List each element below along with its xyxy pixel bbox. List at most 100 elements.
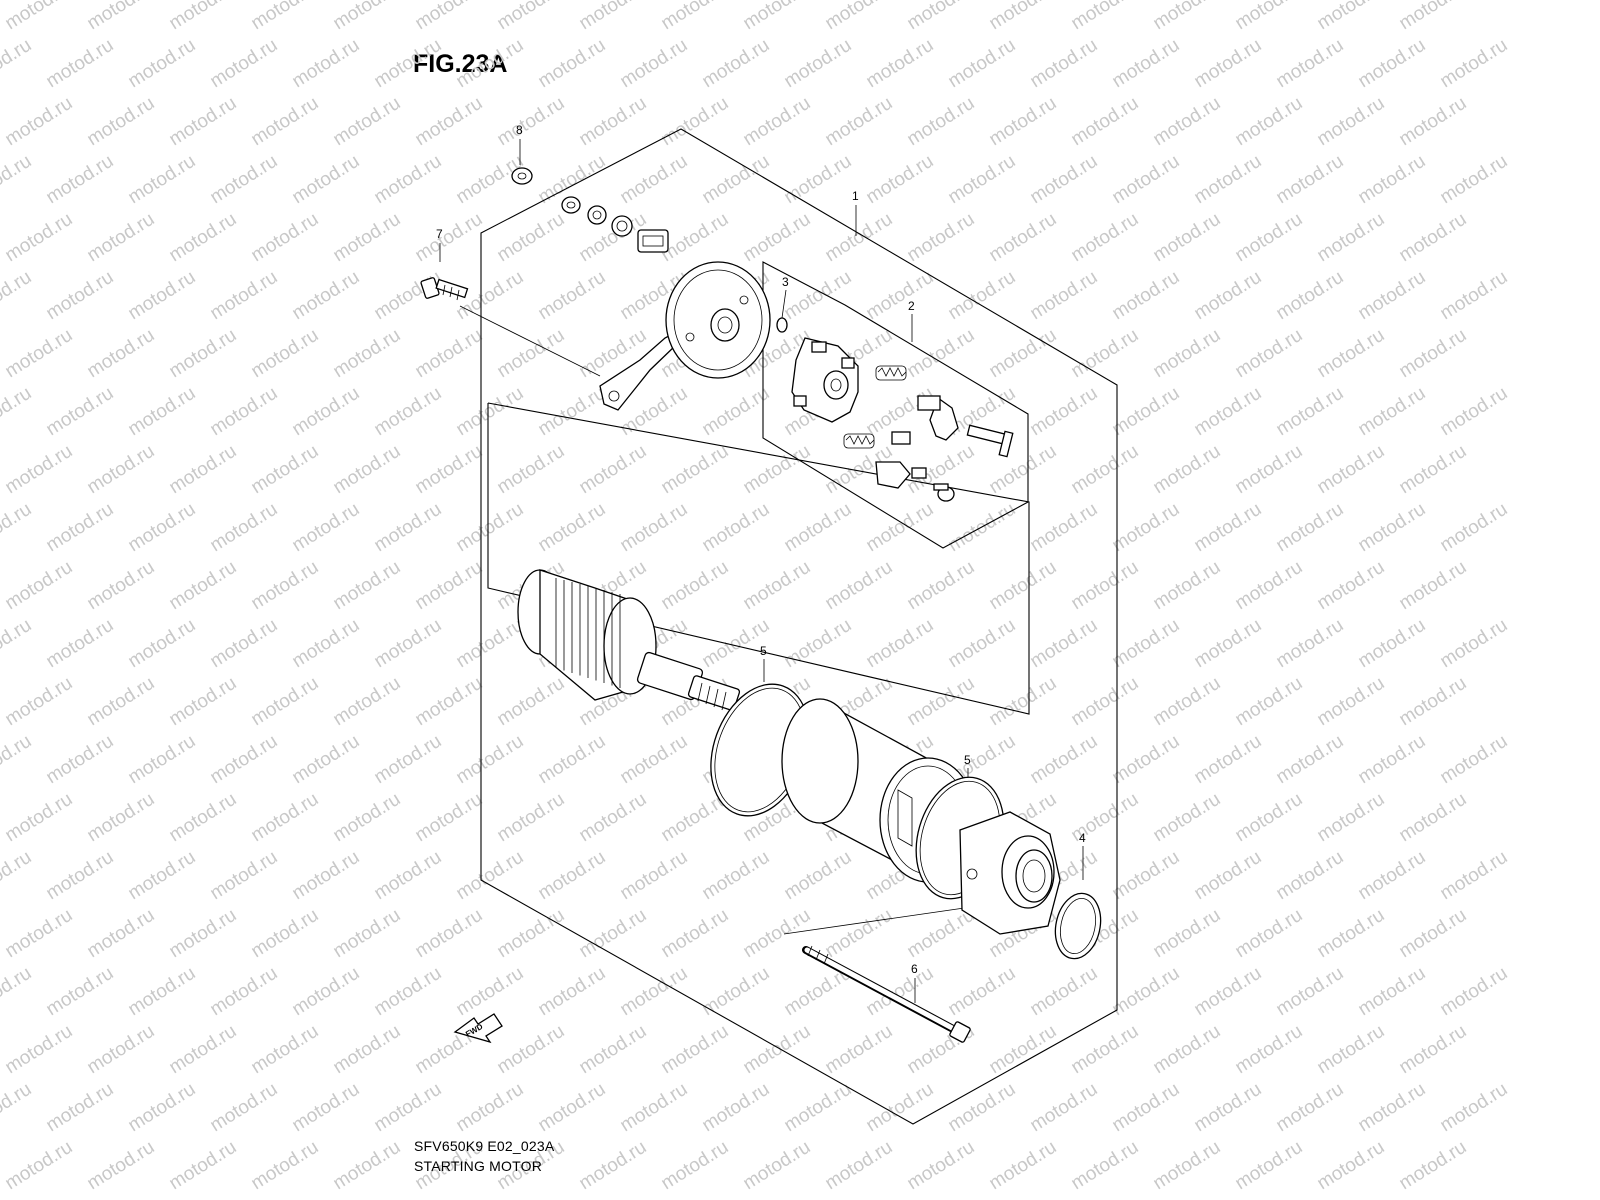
watermark-text: motod.ru: [1109, 1079, 1184, 1137]
watermark-text: motod.ru: [945, 151, 1020, 209]
watermark-text: motod.ru: [248, 0, 323, 34]
watermark-text: motod.ru: [945, 1079, 1020, 1137]
watermark-text: motod.ru: [289, 267, 364, 325]
watermark-text: motod.ru: [1396, 557, 1471, 615]
watermark-text: motod.ru: [1396, 673, 1471, 731]
watermark-text: motod.ru: [1191, 963, 1266, 1021]
watermark-text: motod.ru: [904, 0, 979, 34]
watermark-text: motod.ru: [617, 1079, 692, 1137]
watermark-text: motod.ru: [1191, 267, 1266, 325]
watermark-text: motod.ru: [43, 615, 118, 673]
watermark-text: motod.ru: [371, 499, 446, 557]
brush-holder-parts[interactable]: [791, 337, 1014, 502]
watermark-text: motod.ru: [371, 151, 446, 209]
watermark-text: motod.ru: [1396, 1137, 1471, 1195]
watermark-text: motod.ru: [1150, 557, 1225, 615]
watermark-text: motod.ru: [248, 1021, 323, 1079]
watermark-text: motod.ru: [1314, 557, 1389, 615]
watermark-text: motod.ru: [576, 905, 651, 963]
watermark-text: motod.ru: [863, 499, 938, 557]
watermark-text: motod.ru: [1273, 383, 1348, 441]
armature[interactable]: [517, 569, 741, 711]
watermark-text: motod.ru: [1027, 35, 1102, 93]
watermark-text: motod.ru: [1396, 789, 1471, 847]
watermark-text: motod.ru: [1355, 1079, 1430, 1137]
watermark-text: motod.ru: [781, 267, 856, 325]
watermark-text: motod.ru: [289, 731, 364, 789]
watermark-text: motod.ru: [1191, 1079, 1266, 1137]
part-6-long-bolt[interactable]: [802, 945, 971, 1043]
watermark-text: motod.ru: [1109, 151, 1184, 209]
watermark-text: motod.ru: [1396, 0, 1471, 34]
watermark-text: motod.ru: [1068, 1137, 1143, 1195]
front-housing[interactable]: [959, 811, 1061, 935]
watermark-text: motod.ru: [494, 209, 569, 267]
watermark-text: motod.ru: [535, 35, 610, 93]
watermark-text: motod.ru: [1273, 731, 1348, 789]
watermark-text: motod.ru: [986, 93, 1061, 151]
watermark-text: motod.ru: [1109, 1195, 1184, 1200]
watermark-text: motod.ru: [248, 209, 323, 267]
watermark-text: motod.ru: [617, 731, 692, 789]
callouts: 8 7 1 3 2 5 5 4 6: [436, 123, 1086, 976]
end-cover[interactable]: [599, 261, 771, 411]
watermark-text: motod.ru: [2, 0, 77, 34]
part-8-nut[interactable]: [511, 167, 533, 185]
watermark-text: motod.ru: [289, 1195, 364, 1200]
watermark-text: motod.ru: [125, 499, 200, 557]
watermark-text: motod.ru: [1273, 499, 1348, 557]
callout-8: 8: [516, 123, 523, 137]
watermark-text: motod.ru: [1191, 151, 1266, 209]
watermark-text: motod.ru: [371, 963, 446, 1021]
watermark-text: motod.ru: [494, 93, 569, 151]
watermark-text: motod.ru: [699, 35, 774, 93]
watermark-text: motod.ru: [699, 499, 774, 557]
watermark-text: motod.ru: [1027, 1079, 1102, 1137]
watermark-text: motod.ru: [248, 441, 323, 499]
watermark-text: motod.ru: [453, 963, 528, 1021]
watermark-text: motod.ru: [2, 673, 77, 731]
watermark-text: motod.ru: [1027, 615, 1102, 673]
watermark-text: motod.ru: [740, 441, 815, 499]
watermark-text: motod.ru: [1027, 1195, 1102, 1200]
watermark-text: motod.ru: [1232, 557, 1307, 615]
part-7-bolt[interactable]: [420, 277, 469, 301]
watermark-text: motod.ru: [43, 35, 118, 93]
watermark-text: motod.ru: [1232, 789, 1307, 847]
watermark-text: motod.ru: [84, 905, 159, 963]
watermark-text: motod.ru: [84, 209, 159, 267]
part-4-oring[interactable]: [1050, 889, 1107, 963]
watermark-text: motod.ru: [2, 1137, 77, 1195]
watermark-text: motod.ru: [576, 1021, 651, 1079]
watermark-text: motod.ru: [576, 789, 651, 847]
watermark-text: motod.ru: [248, 905, 323, 963]
watermark-text: motod.ru: [166, 0, 241, 34]
watermark-text: motod.ru: [1232, 325, 1307, 383]
watermark-text: motod.ru: [535, 963, 610, 1021]
part-3-oring[interactable]: [776, 317, 788, 333]
watermark-text: motod.ru: [576, 93, 651, 151]
watermark-text: motod.ru: [330, 325, 405, 383]
watermark-text: motod.ru: [535, 499, 610, 557]
watermark-text: motod.ru: [84, 789, 159, 847]
watermark-text: motod.ru: [1232, 441, 1307, 499]
watermark-text: motod.ru: [699, 1195, 774, 1200]
figure-title: FIG.23A: [413, 50, 508, 78]
watermark-text: motod.ru: [43, 1195, 118, 1200]
watermark-text: motod.ru: [945, 35, 1020, 93]
watermark-text: motod.ru: [289, 1079, 364, 1137]
watermark-text: motod.ru: [699, 847, 774, 905]
watermark-text: motod.ru: [535, 1195, 610, 1200]
watermark-text: motod.ru: [289, 615, 364, 673]
watermark-text: motod.ru: [412, 0, 487, 34]
watermark-text: motod.ru: [1355, 499, 1430, 557]
watermark-text: motod.ru: [1437, 35, 1512, 93]
watermark-text: motod.ru: [1068, 1021, 1143, 1079]
watermark-text: motod.ru: [658, 1137, 733, 1195]
watermark-text: motod.ru: [289, 847, 364, 905]
watermark-text: motod.ru: [207, 1195, 282, 1200]
watermark-text: motod.ru: [1109, 499, 1184, 557]
watermark-text: motod.ru: [494, 441, 569, 499]
watermark-text: motod.ru: [822, 1137, 897, 1195]
watermark-text: motod.ru: [125, 267, 200, 325]
